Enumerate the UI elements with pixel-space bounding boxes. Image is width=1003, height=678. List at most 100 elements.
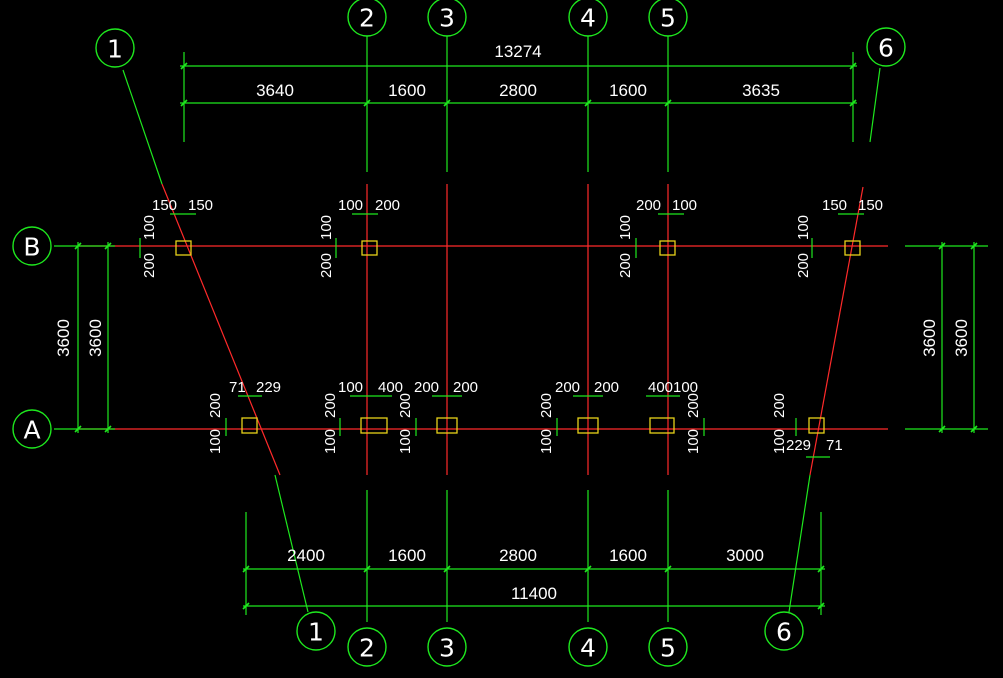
row-axis-bubbles: B A	[12, 226, 52, 449]
offset-a4-y-top: 200	[538, 393, 555, 418]
svg-text:6: 6	[878, 34, 894, 63]
offset-a6-x-left: 229	[786, 437, 811, 454]
column-b6	[844, 240, 861, 256]
offset-a2-x-right: 400	[378, 379, 403, 396]
offset-a4-y-bottom: 100	[538, 429, 555, 454]
left-dimensions: 3600 3600	[54, 242, 112, 433]
offset-a2-x-left: 100	[338, 379, 363, 396]
dim-top-total: 13274	[494, 42, 541, 61]
offset-a3-x-right: 200	[453, 379, 478, 396]
offset-b2-x-right: 200	[375, 197, 400, 214]
axis-bubble-top-4: 4	[568, 0, 608, 37]
svg-text:5: 5	[660, 4, 676, 33]
grid-lines	[78, 183, 888, 476]
dim-bottom-seg-3: 2800	[499, 546, 537, 565]
offset-a6-y-bottom: 100	[771, 429, 788, 454]
axis-bubble-top-5: 5	[648, 0, 688, 37]
svg-text:6: 6	[776, 618, 792, 647]
axis-bubble-top-1: 1	[95, 28, 135, 68]
dim-bottom-seg-4: 1600	[609, 546, 647, 565]
dim-top-seg-3: 2800	[499, 81, 537, 100]
svg-text:4: 4	[580, 4, 596, 33]
dim-top-seg-2: 1600	[388, 81, 426, 100]
offset-b6-y-bottom: 200	[795, 253, 812, 278]
dim-left-outer: 3600	[54, 319, 73, 357]
offset-a1-y-top: 200	[207, 393, 224, 418]
offset-a5-x-left: 400	[648, 379, 673, 396]
axis-bubble-bottom-1: 1	[296, 611, 336, 651]
offset-a3-y-bottom: 100	[397, 429, 414, 454]
svg-text:3: 3	[439, 634, 455, 663]
offset-a1-y-bottom: 100	[207, 429, 224, 454]
offset-a4-x-right: 200	[594, 379, 619, 396]
offset-b5-y-bottom: 200	[617, 253, 634, 278]
offset-a5-y-top: 200	[685, 393, 702, 418]
column-a1	[241, 417, 258, 434]
bottom-axis-bubbles: 1 2 3 4 5 6	[296, 611, 804, 667]
dim-right-outer: 3600	[920, 319, 939, 357]
offset-a6-x-right: 71	[826, 437, 843, 454]
offset-b5-y-top: 100	[617, 215, 634, 240]
column-a2	[360, 417, 388, 434]
axis-bubble-bottom-2: 2	[347, 627, 387, 667]
column-b2	[361, 240, 378, 256]
svg-text:3: 3	[439, 4, 455, 33]
offset-b6-y-top: 100	[795, 215, 812, 240]
right-dimensions: 3600 3600	[920, 242, 978, 433]
axis-bubble-top-3: 3	[427, 0, 467, 37]
dim-top-seg-5: 3635	[742, 81, 780, 100]
extension-lines	[54, 36, 988, 622]
axis-bubble-row-a: A	[12, 409, 52, 449]
offset-b2-x-left: 100	[338, 197, 363, 214]
dim-top-seg-1: 3640	[256, 81, 294, 100]
column-a5	[649, 417, 675, 434]
dim-left-inner: 3600	[86, 319, 105, 357]
dim-right-inner: 3600	[952, 319, 971, 357]
offset-a3-y-top: 200	[397, 393, 414, 418]
offset-b6-x-right: 150	[858, 197, 883, 214]
top-dimensions: 13274 3640 1600 2800 1600 3635	[180, 42, 857, 107]
offset-a2-y-top: 200	[322, 393, 339, 418]
offset-a5-x-right: 100	[673, 379, 698, 396]
dim-bottom-seg-5: 3000	[726, 546, 764, 565]
column-a4	[577, 417, 599, 434]
offset-b5-x-left: 200	[636, 197, 661, 214]
axis-bubble-top-2: 2	[347, 0, 387, 37]
svg-text:B: B	[23, 233, 40, 262]
column-b5	[659, 240, 676, 256]
offset-a1-x-left: 71	[229, 379, 246, 396]
offset-b5-x-right: 100	[672, 197, 697, 214]
offset-a6-y-top: 200	[771, 393, 788, 418]
svg-text:A: A	[23, 416, 40, 445]
offset-a4-x-left: 200	[555, 379, 580, 396]
offset-b1-x-right: 150	[188, 197, 213, 214]
gridline-axis-6	[809, 186, 864, 476]
svg-text:2: 2	[359, 4, 375, 33]
offset-a2-y-bottom: 100	[322, 429, 339, 454]
offset-b6-x-left: 150	[822, 197, 847, 214]
offset-b1-x-left: 150	[152, 197, 177, 214]
axis-bubble-bottom-4: 4	[568, 627, 608, 667]
svg-text:2: 2	[359, 634, 375, 663]
axis-bubble-row-b: B	[12, 226, 52, 266]
offset-a5-y-bottom: 100	[685, 429, 702, 454]
offset-b1-y-bottom: 200	[141, 253, 158, 278]
column-offset-annotations: 150 150 100 200 100 200 100 200 200 100 …	[139, 197, 883, 458]
offset-a1-x-right: 229	[256, 379, 281, 396]
dim-bottom-seg-2: 1600	[388, 546, 426, 565]
offset-b2-y-bottom: 200	[318, 253, 335, 278]
axis-bubble-top-6: 6	[866, 27, 906, 67]
offset-b2-y-top: 100	[318, 215, 335, 240]
column-a3	[436, 417, 458, 434]
column-b1	[175, 240, 192, 256]
axis-bubble-bottom-3: 3	[427, 627, 467, 667]
gridline-axis-1	[161, 183, 281, 476]
svg-text:4: 4	[580, 634, 596, 663]
dim-top-seg-4: 1600	[609, 81, 647, 100]
columns	[175, 240, 861, 434]
column-a6	[808, 417, 825, 434]
svg-text:5: 5	[660, 634, 676, 663]
top-axis-bubbles: 1 2 3 4 5 6	[95, 0, 906, 68]
dim-bottom-seg-1: 2400	[287, 546, 325, 565]
